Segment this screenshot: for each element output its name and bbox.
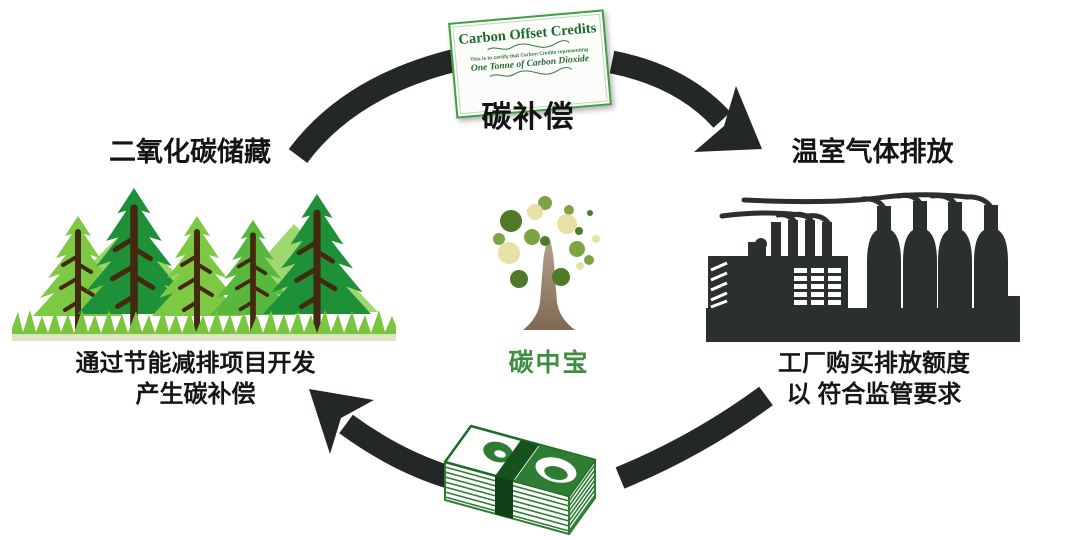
left-node-title: 二氧化碳储藏 bbox=[109, 137, 271, 167]
factory-silhouette bbox=[706, 201, 1020, 342]
left-caption-line1: 通过节能减排项目开发 bbox=[75, 350, 316, 377]
certificate-inner-frame: Carbon Offset Credits This is to certify… bbox=[452, 13, 608, 115]
right-caption-line2: 以 符合监管要求 bbox=[786, 381, 962, 408]
grass-strip bbox=[12, 310, 396, 338]
logo-canopy-dots bbox=[493, 196, 600, 288]
brand-label: 碳中宝 bbox=[508, 349, 590, 377]
left-node-caption: 通过节能减排项目开发 产生碳补偿 bbox=[28, 348, 363, 410]
arc-bottom-left bbox=[339, 414, 456, 490]
factory-windows bbox=[794, 268, 841, 305]
factory-illustration bbox=[706, 192, 1020, 342]
arc-bottom-right bbox=[615, 386, 773, 489]
money-stack-illustration bbox=[443, 424, 597, 535]
right-node-caption: 工厂购买排放额度 以 符合监管要求 bbox=[740, 348, 1008, 410]
right-caption-line1: 工厂购买排放额度 bbox=[778, 350, 970, 377]
right-node-title: 温室气体排放 bbox=[791, 137, 954, 167]
carbon-offset-certificate: Carbon Offset Credits This is to certify… bbox=[448, 9, 612, 119]
logo-trunk bbox=[523, 240, 575, 330]
left-caption-line2: 产生碳补偿 bbox=[135, 381, 256, 408]
top-node-label: 碳补偿 bbox=[481, 101, 575, 134]
arc-top-right bbox=[609, 50, 731, 128]
dot-tree-logo bbox=[493, 196, 600, 330]
bill-stack bbox=[443, 424, 597, 535]
arc-top-left bbox=[288, 48, 459, 163]
pine-forest-illustration bbox=[12, 188, 396, 341]
hatch-tower-stripes bbox=[710, 261, 728, 309]
certificate-flourish-icon bbox=[487, 40, 570, 51]
certificate-flourish-icon bbox=[489, 67, 572, 77]
smoke-trails bbox=[719, 192, 994, 227]
bill-band bbox=[495, 440, 539, 481]
arrowhead-to-factory bbox=[694, 86, 762, 152]
arrowhead-to-forest bbox=[309, 389, 374, 454]
grass-base-strip bbox=[12, 334, 396, 341]
